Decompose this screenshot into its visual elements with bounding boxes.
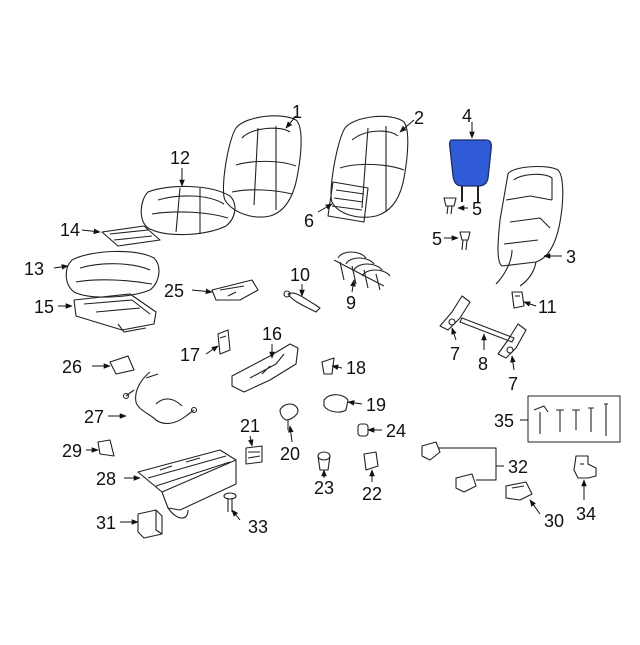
knob-19-part [323, 394, 349, 413]
knob-23-part [317, 451, 331, 471]
bracket-26-part [109, 355, 135, 375]
callout-5-lower: 5 [432, 229, 442, 249]
callout-21: 21 [240, 416, 260, 436]
bracket-25-part [211, 279, 259, 301]
callout-7-left: 7 [450, 344, 460, 364]
callout-3: 3 [566, 247, 576, 267]
callout-16: 16 [262, 324, 282, 344]
clip-11-part [511, 291, 525, 309]
callout-9: 9 [346, 293, 356, 313]
callout-17: 17 [180, 345, 200, 365]
leader-lines [53, 115, 587, 525]
seatback-cover-part [222, 115, 302, 218]
callout-35: 35 [494, 411, 514, 431]
lumbar-support-part [333, 251, 391, 291]
cap-18-part [321, 357, 335, 375]
callout-24: 24 [386, 421, 406, 441]
headrest-guide-part-upper [443, 197, 457, 215]
callout-29: 29 [62, 441, 82, 461]
cushion-cover-part [140, 185, 236, 236]
seatback-frame-part [495, 165, 564, 287]
callout-8: 8 [478, 354, 488, 374]
callout-15: 15 [34, 297, 54, 317]
cushion-heater-part [101, 225, 161, 247]
callout-31: 31 [96, 513, 116, 533]
latch-34-part [573, 455, 597, 479]
cushion-frame-part [73, 293, 157, 333]
callout-19: 19 [366, 395, 386, 415]
trim-32-lower-part [455, 473, 477, 493]
callout-26: 26 [62, 357, 82, 377]
callout-28: 28 [96, 469, 116, 489]
headrest-guide-part-lower [459, 231, 471, 251]
fastener-kit-part [527, 395, 621, 443]
callout-32: 32 [508, 457, 528, 477]
callout-12: 12 [170, 148, 190, 168]
switch-21-part [245, 445, 263, 465]
callout-2: 2 [414, 108, 424, 128]
wiring-harness-part [122, 371, 198, 425]
callout-1: 1 [292, 102, 302, 122]
bracket-17-part [217, 329, 231, 355]
callout-18: 18 [346, 358, 366, 378]
recliner-right-part [497, 323, 527, 359]
heater-element-part [327, 181, 369, 223]
callout-13: 13 [24, 259, 44, 279]
callout-14: 14 [60, 220, 80, 240]
callout-11: 11 [538, 297, 557, 317]
callout-22: 22 [362, 484, 382, 504]
callout-30: 30 [544, 511, 564, 531]
callout-7-right: 7 [508, 374, 518, 394]
callout-25: 25 [164, 281, 184, 301]
callout-6: 6 [304, 211, 314, 231]
cap-22-part [363, 451, 379, 471]
callout-33: 33 [248, 517, 268, 537]
callout-4: 4 [462, 106, 472, 126]
side-shield-part [231, 343, 299, 393]
bracket-30-part [505, 481, 533, 501]
headrest-shell [448, 139, 492, 187]
recliner-rod-part [459, 317, 515, 343]
cap-24-part [357, 423, 369, 437]
callout-5-upper: 5 [472, 199, 482, 219]
callout-labels: 1 2 3 4 5 5 6 7 7 8 9 10 11 12 13 14 15 … [24, 102, 596, 537]
trim-32-upper-part [421, 441, 441, 461]
callout-20: 20 [280, 444, 300, 464]
seatback-pad-part [330, 115, 409, 218]
callout-23: 23 [314, 478, 334, 498]
seat-track-part [137, 449, 237, 519]
headrest-part [448, 139, 492, 202]
bracket-29-part [97, 439, 115, 457]
bolt-33-part [223, 492, 237, 512]
cover-31-part [137, 509, 163, 539]
cushion-pad-part [65, 250, 160, 298]
knob-20-part [279, 403, 299, 430]
callout-27: 27 [84, 407, 104, 427]
callout-34: 34 [576, 504, 596, 524]
callout-10: 10 [290, 265, 310, 285]
sensor-10-part [283, 290, 321, 313]
recliner-left-part [439, 295, 471, 331]
